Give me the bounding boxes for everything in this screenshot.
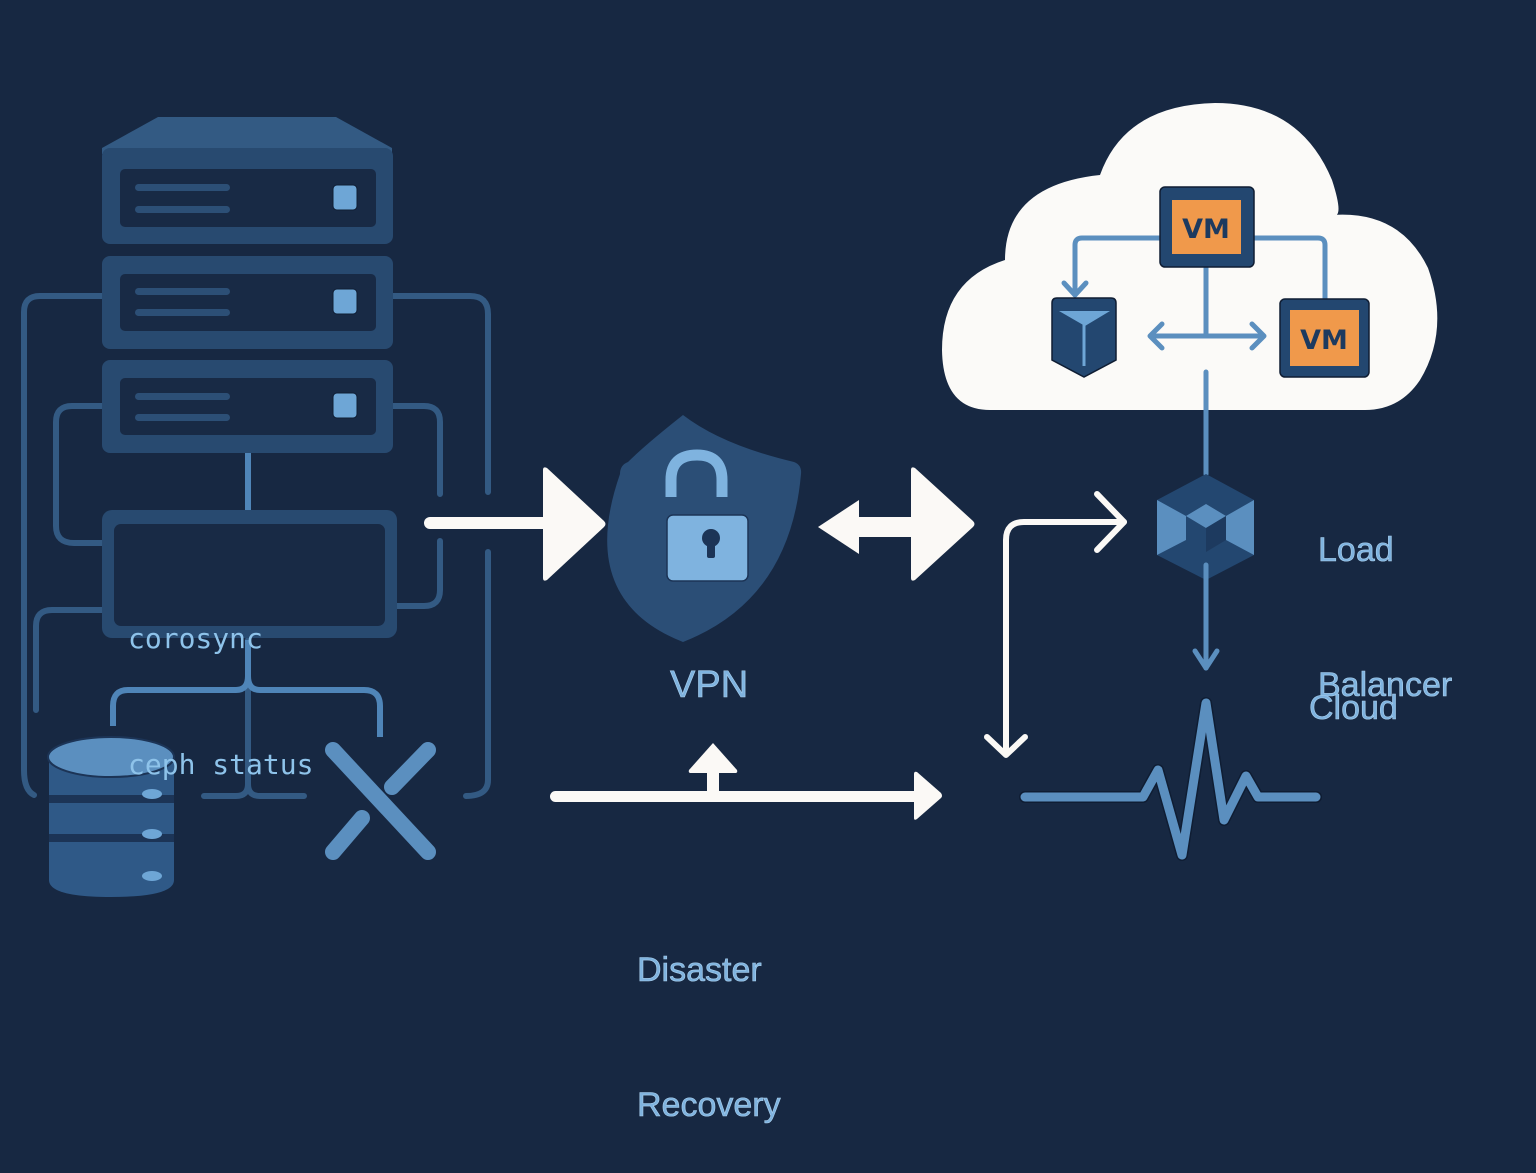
drive-slot-line bbox=[135, 288, 230, 295]
load-balancer-label-line1: Load bbox=[1318, 531, 1394, 570]
drive-slot-line bbox=[135, 184, 230, 191]
load-balancer-label: Load Balancer bbox=[1318, 438, 1453, 753]
connector-inner-right-lower bbox=[389, 538, 443, 609]
server-unit-3[interactable] bbox=[102, 360, 393, 453]
drive-slot-line bbox=[135, 206, 230, 213]
terminal-line-2: ceph status bbox=[128, 748, 314, 781]
storage-bucket-icon[interactable] bbox=[1051, 297, 1117, 378]
server-unit-1[interactable] bbox=[102, 148, 393, 244]
connector-outer-left bbox=[21, 293, 107, 798]
disaster-recovery-label: Disaster Recovery bbox=[637, 858, 781, 1173]
vm-label: VM bbox=[1300, 325, 1348, 356]
connector-lower-left bbox=[33, 607, 107, 713]
disaster-recovery-label-line2: Recovery bbox=[637, 1086, 781, 1125]
status-led bbox=[332, 392, 358, 419]
vpn-label: VPN bbox=[670, 664, 749, 707]
server-unit-2[interactable] bbox=[102, 256, 393, 349]
arrow-disaster-recovery bbox=[550, 743, 942, 820]
vm-box-2[interactable]: VM bbox=[1279, 298, 1370, 378]
x-icon bbox=[325, 742, 436, 860]
arrow-elbow bbox=[984, 491, 1127, 758]
vm-label: VM bbox=[1182, 214, 1230, 245]
drive-slot-line bbox=[135, 393, 230, 400]
keyhole bbox=[702, 529, 720, 547]
keyhole-slot bbox=[707, 540, 715, 558]
terminal-text: corosync ceph status bbox=[128, 534, 313, 828]
shield-lock-icon[interactable] bbox=[607, 415, 802, 642]
server-stack bbox=[102, 117, 393, 453]
disaster-recovery-label-line1: Disaster bbox=[637, 951, 762, 990]
vm-box-1[interactable]: VM bbox=[1159, 186, 1255, 268]
arrow-lb-down bbox=[1192, 562, 1220, 671]
connector-inner-right bbox=[389, 403, 443, 497]
lock-shackle bbox=[665, 449, 728, 497]
status-led bbox=[332, 288, 358, 315]
hexagon-cube-icon[interactable] bbox=[1157, 474, 1254, 580]
cloud-connectors bbox=[1061, 235, 1328, 477]
drive-slot-line bbox=[135, 309, 230, 316]
drive-slot-line bbox=[135, 414, 230, 421]
cluster-branch bbox=[110, 640, 383, 737]
connector-outer-right bbox=[389, 293, 491, 495]
server-top-bevel bbox=[102, 117, 392, 154]
terminal-line-1: corosync bbox=[128, 622, 263, 655]
load-balancer-label-line2: Balancer bbox=[1318, 666, 1453, 705]
branch-right bbox=[245, 675, 383, 737]
connector-inner-left bbox=[53, 403, 107, 546]
connector-outer-right-lower bbox=[463, 549, 491, 799]
database-icon bbox=[47, 736, 175, 897]
arrow-cluster-to-vpn bbox=[424, 467, 606, 581]
heartbeat-icon bbox=[1019, 697, 1322, 861]
cloud-label: Cloud bbox=[1309, 689, 1398, 728]
architecture-diagram: VM VM bbox=[21, 103, 1438, 897]
arrow-bidirectional bbox=[818, 467, 975, 581]
status-led bbox=[332, 184, 358, 211]
terminal-box[interactable] bbox=[102, 510, 397, 638]
cluster-connectors bbox=[21, 293, 491, 799]
